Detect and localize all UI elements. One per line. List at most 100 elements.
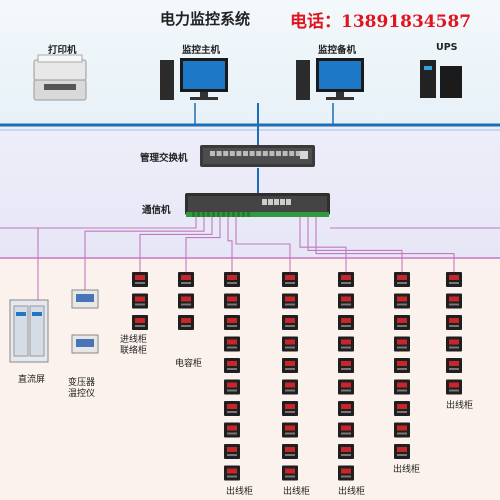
power-meter-icon: [282, 336, 298, 352]
comm-port: [268, 199, 273, 205]
printer-icon: [33, 54, 87, 101]
power-meter-icon: [446, 272, 462, 287]
ups-label: UPS: [436, 42, 458, 53]
comm-terminal: [202, 212, 205, 217]
comm-port: [280, 199, 285, 205]
switch-port: [229, 151, 235, 156]
outgoing-cabinet-label-4: 出线柜: [393, 465, 421, 475]
power-meter-icon: [224, 315, 240, 330]
phone-number: 电话：13891834587: [290, 12, 472, 32]
switch-port: [256, 151, 262, 156]
rs485-link: [307, 217, 403, 272]
power-meter-icon: [282, 293, 298, 309]
rs485-link: [299, 217, 347, 272]
power-meter-icon: [394, 336, 410, 352]
comm-port: [262, 199, 267, 205]
printer-label: 打印机: [48, 45, 77, 56]
power-meter-icon: [224, 358, 240, 373]
transformer-controller-label: 变压器 温控仪: [68, 378, 96, 399]
power-meter-icon: [394, 293, 410, 309]
switch-port: [216, 151, 222, 156]
comm-terminal: [207, 212, 210, 217]
incoming-cabinet-label: 进线柜 联络柜: [120, 335, 148, 356]
power-meter-icon: [282, 315, 298, 330]
power-meter-icon: [132, 315, 148, 330]
switch-label: 管理交换机: [140, 153, 188, 164]
comm-port: [286, 199, 291, 205]
power-meter-icon: [338, 444, 354, 459]
power-meter-icon: [338, 358, 354, 373]
rs485-link: [315, 217, 455, 272]
power-meter-icon: [224, 444, 240, 459]
power-meter-icon: [282, 401, 298, 416]
comm-terminal: [227, 212, 230, 217]
switch-port: [236, 151, 242, 156]
power-meter-icon: [282, 379, 298, 395]
power-meter-icon: [178, 315, 194, 330]
comm-terminal: [192, 212, 195, 217]
switch-port: [249, 151, 255, 156]
power-meter-icon: [338, 315, 354, 330]
diagram-title: 电力监控系统: [160, 10, 251, 28]
outgoing-cabinet-label-1: 出线柜: [226, 487, 254, 497]
power-meter-icon: [178, 293, 194, 309]
monitor-host-icon: [160, 58, 228, 100]
power-meter-icon: [446, 315, 462, 330]
rs485-link: [235, 217, 291, 272]
ups-icon: [420, 60, 462, 98]
power-meter-icon: [394, 315, 410, 330]
power-meter-icon: [394, 401, 410, 416]
outgoing-cabinet-label-3: 出线柜: [338, 487, 366, 497]
power-meter-icon: [282, 422, 298, 438]
rs485-link: [185, 217, 221, 272]
power-meter-icon: [178, 272, 194, 287]
switch-port: [289, 151, 295, 156]
comm-terminal: [232, 212, 235, 217]
comm-terminal: [247, 212, 250, 217]
power-meter-icon: [338, 379, 354, 395]
power-meter-icon: [132, 272, 148, 287]
comm-terminal: [237, 212, 240, 217]
power-meter-icon: [338, 293, 354, 309]
rs485-link: [139, 217, 213, 272]
switch-port: [210, 151, 215, 156]
backup-host-label: 监控备机: [318, 45, 357, 56]
rs485-link: [227, 217, 233, 272]
capacitor-cabinet-label: 电容柜: [175, 359, 203, 369]
power-meter-icon: [394, 422, 410, 438]
power-meter-icon: [446, 336, 462, 352]
power-meter-icon: [394, 272, 410, 287]
power-meter-icon: [394, 444, 410, 459]
comm-manager-icon: [185, 193, 330, 217]
backup-host-icon: [296, 58, 364, 100]
comm-terminal: [222, 212, 225, 217]
switch-port: [276, 151, 281, 156]
power-meter-icon: [282, 465, 298, 481]
dc-screen-label: 直流屏: [18, 375, 46, 385]
power-meter-icon: [224, 465, 240, 481]
power-meter-icon: [224, 422, 240, 438]
power-meter-icon: [338, 336, 354, 352]
switch-port: [269, 151, 275, 156]
comm-port: [274, 199, 279, 205]
switch-port: [223, 151, 229, 156]
switch-port: [300, 151, 308, 159]
power-meter-icon: [224, 336, 240, 352]
power-meter-icon: [224, 293, 240, 309]
power-meter-icon: [282, 444, 298, 459]
power-meter-icon: [338, 272, 354, 287]
switch-port: [282, 151, 288, 156]
monitor-host-label: 监控主机: [182, 45, 221, 56]
transformer-controller-icon: [71, 289, 99, 354]
power-meter-icon: [338, 401, 354, 416]
comm-terminal: [242, 212, 245, 217]
power-meter-icon: [338, 465, 354, 481]
power-meter-icon: [446, 358, 462, 373]
comm-terminal: [212, 212, 215, 217]
switch-port: [243, 151, 248, 156]
power-meter-icon: [446, 379, 462, 395]
power-meter-icon: [132, 293, 148, 309]
comm-terminal: [217, 212, 220, 217]
rs485-link: [84, 217, 205, 290]
